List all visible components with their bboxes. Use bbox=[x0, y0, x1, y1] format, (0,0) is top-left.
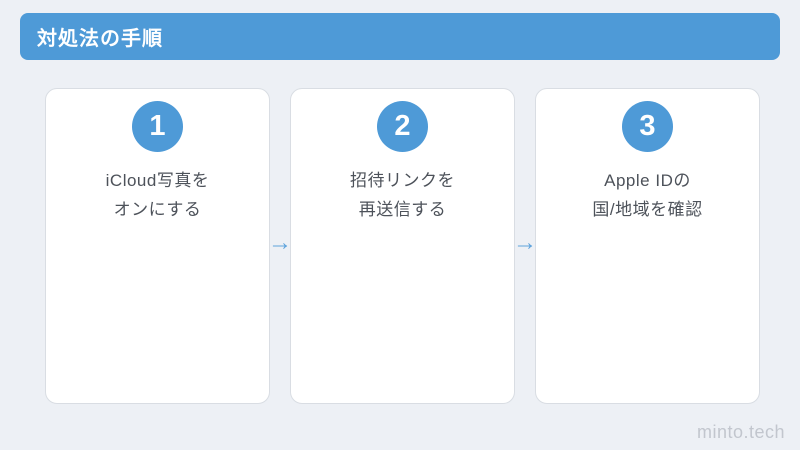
step-3-number: 3 bbox=[639, 110, 656, 142]
arrow-gap-1: → bbox=[268, 88, 292, 404]
step-3-text-line2: 国/地域を確認 bbox=[592, 200, 703, 219]
step-1-text: iCloud写真を オンにする bbox=[106, 166, 210, 224]
step-3-number-badge: 3 bbox=[622, 101, 673, 152]
step-1-number: 1 bbox=[149, 110, 166, 142]
step-card-3: 3 Apple IDの 国/地域を確認 bbox=[535, 88, 760, 404]
step-3-text-line1: Apple IDの bbox=[604, 171, 691, 190]
step-2-number-badge: 2 bbox=[377, 101, 428, 152]
step-2-number: 2 bbox=[394, 110, 411, 142]
step-1-text-line2: オンにする bbox=[113, 200, 202, 219]
step-1-text-line1: iCloud写真を bbox=[105, 171, 210, 190]
step-3-text: Apple IDの 国/地域を確認 bbox=[592, 166, 702, 224]
step-2-text-line1: 招待リンクを bbox=[350, 171, 455, 190]
page-title: 対処法の手順 bbox=[37, 28, 163, 50]
steps-row: 1 iCloud写真を オンにする → 2 招待リンクを 再送信する → 3 A… bbox=[45, 88, 760, 404]
right-arrow-icon: → bbox=[513, 229, 537, 256]
step-2-text-line2: 再送信する bbox=[358, 200, 447, 219]
step-card-2: 2 招待リンクを 再送信する bbox=[290, 88, 515, 404]
right-arrow-icon: → bbox=[268, 229, 292, 256]
step-1-number-badge: 1 bbox=[132, 101, 183, 152]
header-bar: 対処法の手順 bbox=[20, 13, 780, 60]
step-card-1: 1 iCloud写真を オンにする bbox=[45, 88, 270, 404]
watermark: minto.tech bbox=[696, 422, 785, 442]
step-2-text: 招待リンクを 再送信する bbox=[350, 166, 455, 224]
arrow-gap-2: → bbox=[513, 88, 537, 404]
